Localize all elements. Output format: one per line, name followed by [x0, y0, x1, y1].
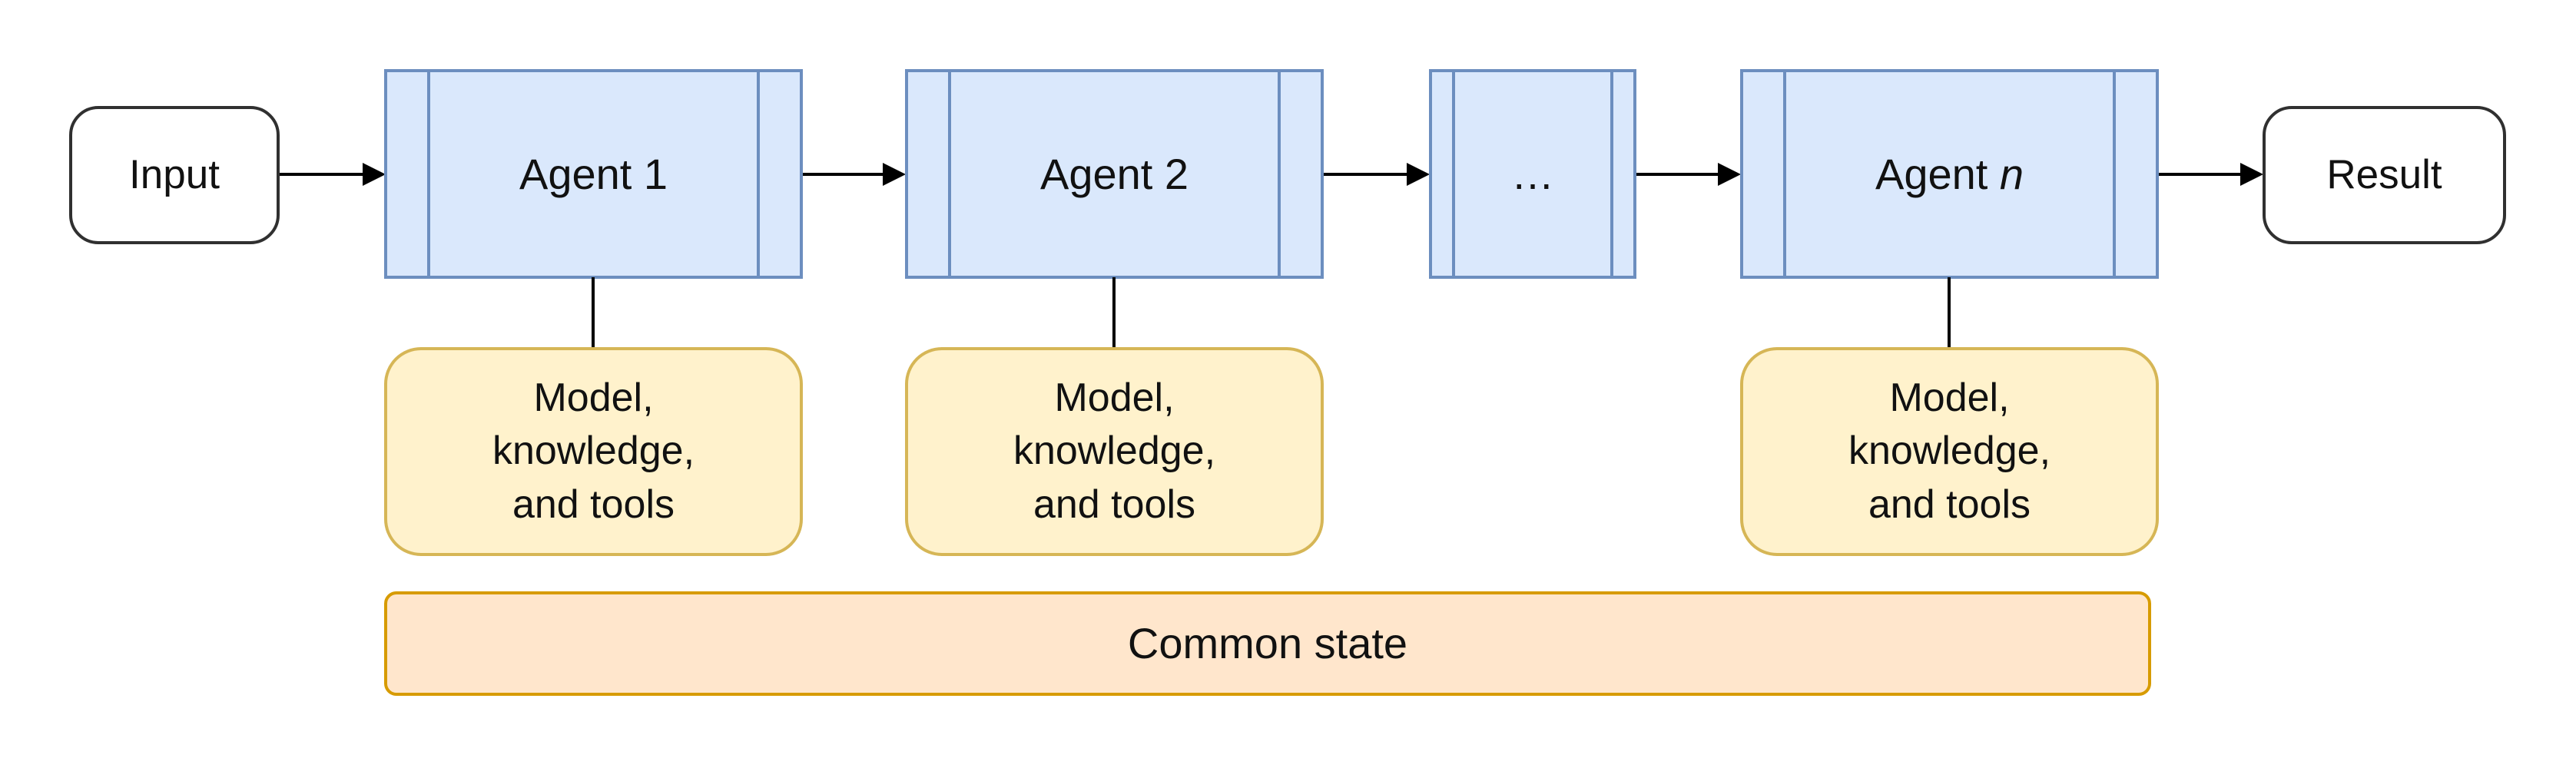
resource-2-node: Model, knowledge, and tools [905, 347, 1324, 556]
resource-line: and tools [1033, 482, 1196, 527]
input-label: Input [129, 151, 220, 197]
arrow-shaft [1636, 173, 1718, 176]
resource-line: Model, [1054, 376, 1175, 421]
connector-agent2-to-resource2 [1112, 277, 1116, 349]
resource-line: knowledge, [492, 429, 695, 474]
agent-1-node: Agent 1 [384, 69, 803, 279]
process-side-bar-left [427, 72, 430, 276]
process-side-bar-right [1610, 72, 1613, 276]
process-side-bar-right [757, 72, 760, 276]
input-node: Input [69, 106, 280, 244]
resource-1-node: Model, knowledge, and tools [384, 347, 803, 556]
ellipsis-node: … [1429, 69, 1636, 279]
result-node: Result [2263, 106, 2506, 244]
result-label: Result [2326, 151, 2442, 197]
process-side-bar-left [948, 72, 951, 276]
process-side-bar-left [1452, 72, 1455, 276]
arrowhead-icon [2240, 163, 2263, 186]
arrow-shaft [803, 173, 883, 176]
arrowhead-icon [363, 163, 386, 186]
arrow-agentn-to-result [2159, 163, 2263, 186]
arrow-agent2-to-ellipsis [1324, 163, 1430, 186]
arrow-ellipsis-to-agentn [1636, 163, 1741, 186]
resource-line: knowledge, [1848, 429, 2051, 474]
resource-line: knowledge, [1013, 429, 1216, 474]
resource-3-node: Model, knowledge, and tools [1740, 347, 2159, 556]
process-side-bar-left [1783, 72, 1786, 276]
common-state-node: Common state [384, 591, 2151, 696]
process-side-bar-right [2113, 72, 2116, 276]
common-state-label: Common state [1127, 619, 1408, 667]
arrowhead-icon [883, 163, 906, 186]
arrowhead-icon [1407, 163, 1430, 186]
resource-line: Model, [1889, 376, 2010, 421]
connector-agentn-to-resource3 [1948, 277, 1951, 349]
ellipsis-label: … [1511, 149, 1554, 198]
arrow-shaft [2159, 173, 2240, 176]
agent-n-node: Agent n [1740, 69, 2159, 279]
arrowhead-icon [1718, 163, 1741, 186]
agent-n-label: Agent n [1875, 147, 2024, 201]
resource-line: and tools [1868, 482, 2031, 527]
arrow-agent1-to-agent2 [803, 163, 906, 186]
process-side-bar-right [1278, 72, 1281, 276]
agent-n-label-variable: n [1999, 149, 2024, 198]
arrow-shaft [280, 173, 363, 176]
arrow-input-to-agent1 [280, 163, 386, 186]
agent-1-label: Agent 1 [519, 149, 668, 198]
agent-2-label: Agent 2 [1039, 149, 1189, 198]
resource-line: Model, [533, 376, 654, 421]
connector-agent1-to-resource1 [592, 277, 595, 349]
resource-line: and tools [512, 482, 675, 527]
arrow-shaft [1324, 173, 1407, 176]
agent-n-label-prefix: Agent [1875, 149, 2000, 198]
agent-2-node: Agent 2 [905, 69, 1324, 279]
